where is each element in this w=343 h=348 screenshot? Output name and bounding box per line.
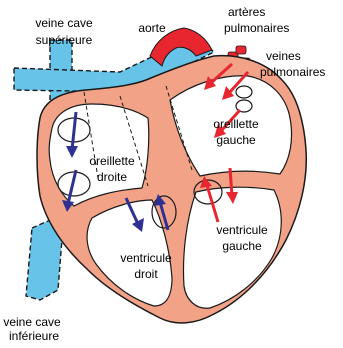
label-arteres-pulmonaires-2: pulmonaires (224, 21, 289, 35)
label-veine-cave-inferieure-1: veine cave (3, 315, 61, 329)
label-ventricule-gauche-2: gauche (222, 239, 262, 253)
label-arteres-pulmonaires-1: artères (228, 5, 265, 19)
label-oreillette-gauche-2: gauche (216, 133, 256, 147)
label-veines-pulmonaires-1: veines (266, 49, 301, 63)
label-oreillette-droite-2: droite (97, 170, 127, 184)
label-ventricule-droit-1: ventricule (120, 251, 172, 265)
label-veine-cave-inferieure-2: inférieure (9, 329, 59, 343)
label-oreillette-droite-1: oreillette (89, 154, 135, 168)
label-veine-cave-superieure-1: veine cave (35, 16, 93, 30)
label-veines-pulmonaires-2: pulmonaires (260, 65, 325, 79)
label-ventricule-gauche-1: ventricule (216, 223, 268, 237)
label-veine-cave-superieure-2: supérieure (36, 33, 93, 47)
label-oreillette-gauche-1: oreillette (213, 117, 259, 131)
label-aorte: aorte (138, 21, 166, 35)
label-ventricule-droit-2: droit (134, 267, 158, 281)
